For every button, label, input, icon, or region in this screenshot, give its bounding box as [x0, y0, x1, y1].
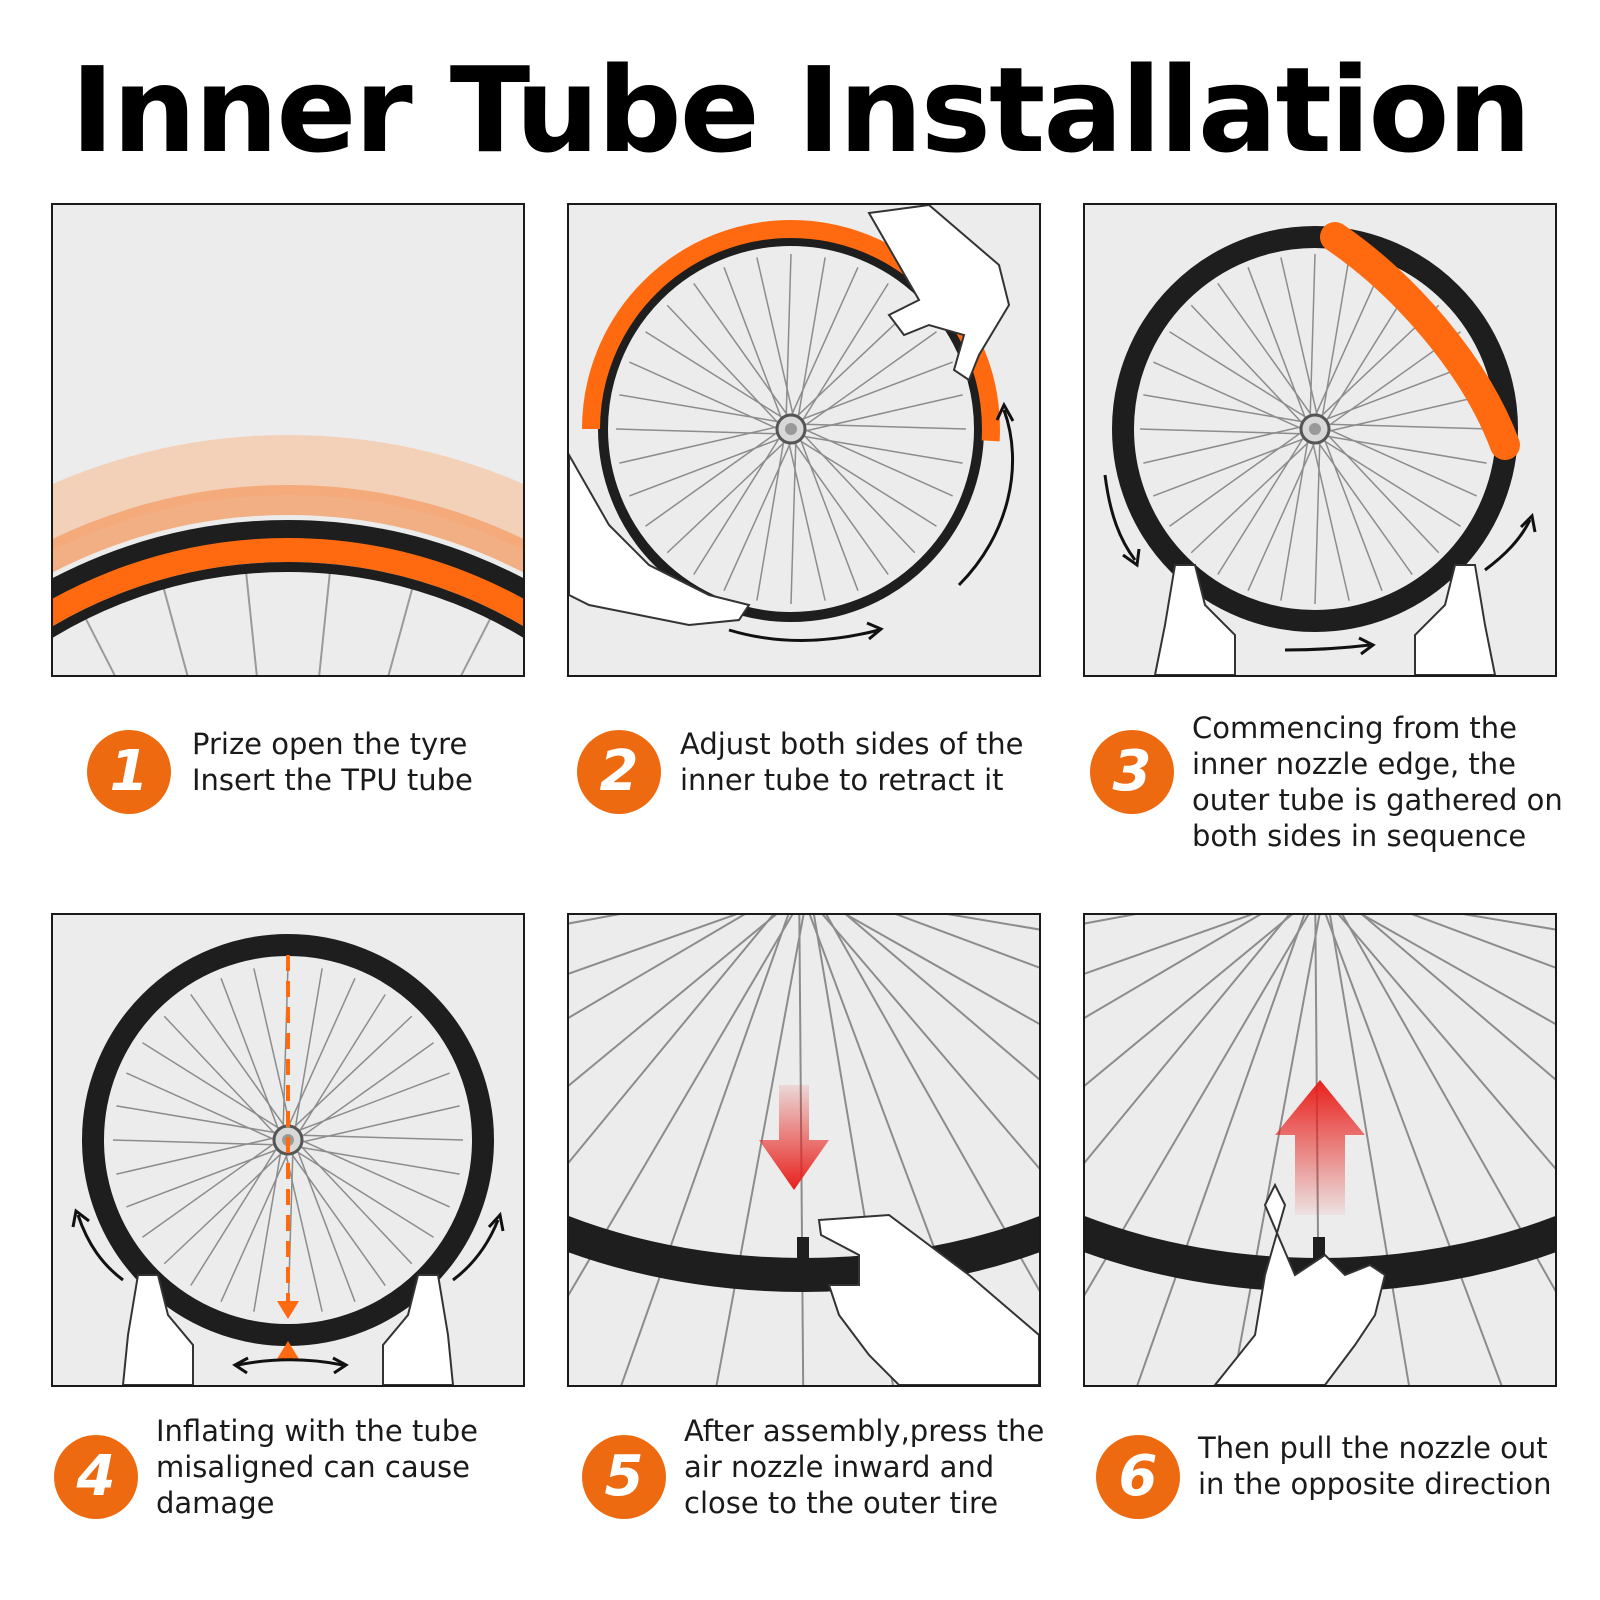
caption-line: Insert the TPU tube	[192, 763, 473, 797]
wheel-hands-retract-graphic	[569, 205, 1015, 642]
step-2-caption: Adjust both sides of the inner tube to r…	[680, 726, 1050, 798]
caption-line: After assembly,press the	[684, 1414, 1045, 1448]
step-4-caption: Inflating with the tube misaligned can c…	[156, 1413, 526, 1521]
page-title: Inner Tube Installation	[70, 41, 1532, 179]
step-6-caption: Then pull the nozzle out in the opposite…	[1198, 1430, 1593, 1502]
step-6-number-badge: 6	[1096, 1435, 1180, 1519]
step-1-number-badge: 1	[87, 730, 171, 814]
wheel-gather-tube-graphic	[1103, 222, 1537, 675]
caption-line: both sides in sequence	[1192, 819, 1527, 853]
caption-line: Then pull the nozzle out	[1198, 1431, 1548, 1465]
step-6-illustration	[1083, 913, 1557, 1387]
step-3-number-badge: 3	[1090, 730, 1174, 814]
caption-line: Commencing from the	[1192, 711, 1518, 745]
wheel-misaligned-tube-graphic	[71, 934, 505, 1385]
step-5-illustration	[567, 913, 1041, 1387]
wheel-closeup-tube-insert-graphic	[53, 435, 523, 675]
step-4-illustration	[51, 913, 525, 1387]
caption-line: damage	[156, 1486, 275, 1520]
caption-line: Adjust both sides of the	[680, 727, 1024, 761]
step-3-illustration	[1083, 203, 1557, 677]
caption-line: in the opposite direction	[1198, 1467, 1552, 1501]
step-2-number-badge: 2	[577, 730, 661, 814]
caption-line: close to the outer tire	[684, 1486, 999, 1520]
nozzle-pull-out-graphic	[1085, 915, 1555, 1385]
step-1-illustration	[51, 203, 525, 677]
step-5-caption: After assembly,press the air nozzle inwa…	[684, 1413, 1054, 1521]
caption-line: misaligned can cause	[156, 1450, 470, 1484]
step-4-number-badge: 4	[54, 1435, 138, 1519]
step-3-caption: Commencing from the inner nozzle edge, t…	[1192, 710, 1592, 854]
step-2-illustration	[567, 203, 1041, 677]
caption-line: Prize open the tyre	[192, 727, 468, 761]
step-5-number-badge: 5	[582, 1435, 666, 1519]
caption-line: Inflating with the tube	[156, 1414, 478, 1448]
nozzle-press-inward-graphic	[569, 915, 1039, 1385]
step-1-caption: Prize open the tyre Insert the TPU tube	[192, 726, 562, 798]
caption-line: inner tube to retract it	[680, 763, 1004, 797]
caption-line: inner nozzle edge, the	[1192, 747, 1517, 781]
caption-line: air nozzle inward and	[684, 1450, 995, 1484]
caption-line: outer tube is gathered on	[1192, 783, 1563, 817]
